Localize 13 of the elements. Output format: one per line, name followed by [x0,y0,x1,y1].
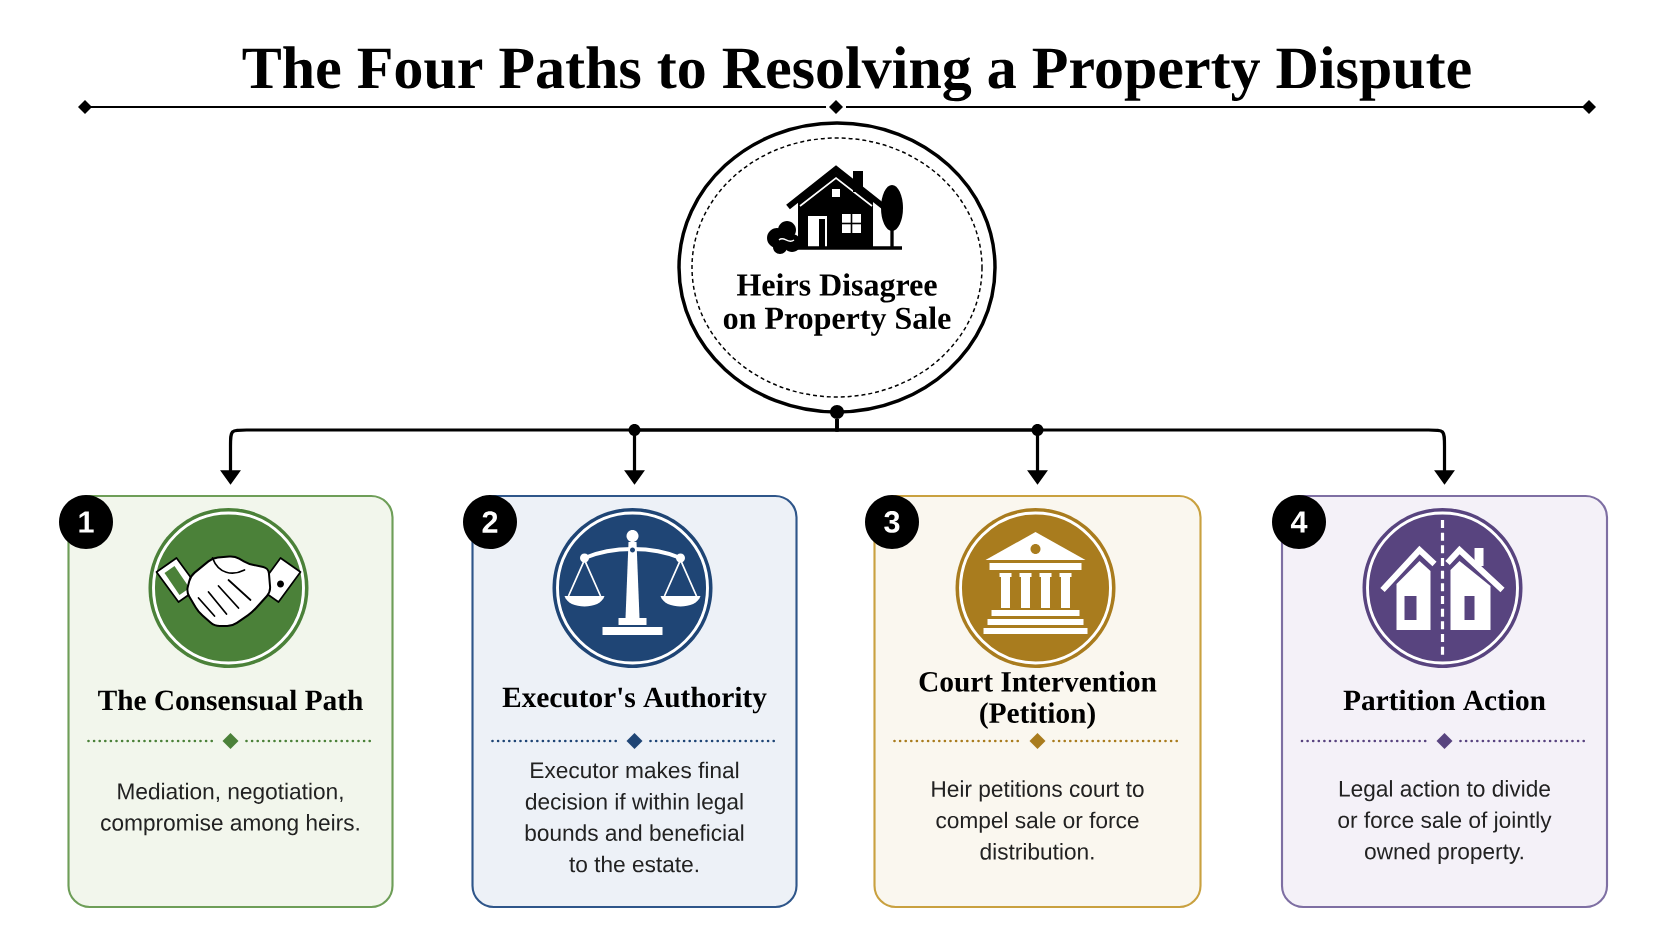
card-title: Executor's Authority [502,686,767,714]
card-text: Mediation, negotiation, compromise among heirs. [101,782,359,836]
card-text: Executor makes final decision if within legal bounds and beneficial to the estate. [525,761,744,873]
number-badge: 4 [1272,495,1326,549]
card-title: The Consensual Path [98,689,363,711]
card-title: Court Intervention (Petition) [919,671,1157,729]
card-text: Legal action to divide or force sale of jointly owned property. [1338,780,1552,864]
number-badge: 2 [463,495,517,549]
title: The Four Paths to Resolving a Property Dispute [242,46,1471,102]
number-badge: 3 [865,495,919,549]
number-badge: 1 [59,495,113,549]
card-title: Partition Action [1343,689,1546,711]
card-text: Heir petitions court to compel sale or force distribution. [932,780,1144,860]
